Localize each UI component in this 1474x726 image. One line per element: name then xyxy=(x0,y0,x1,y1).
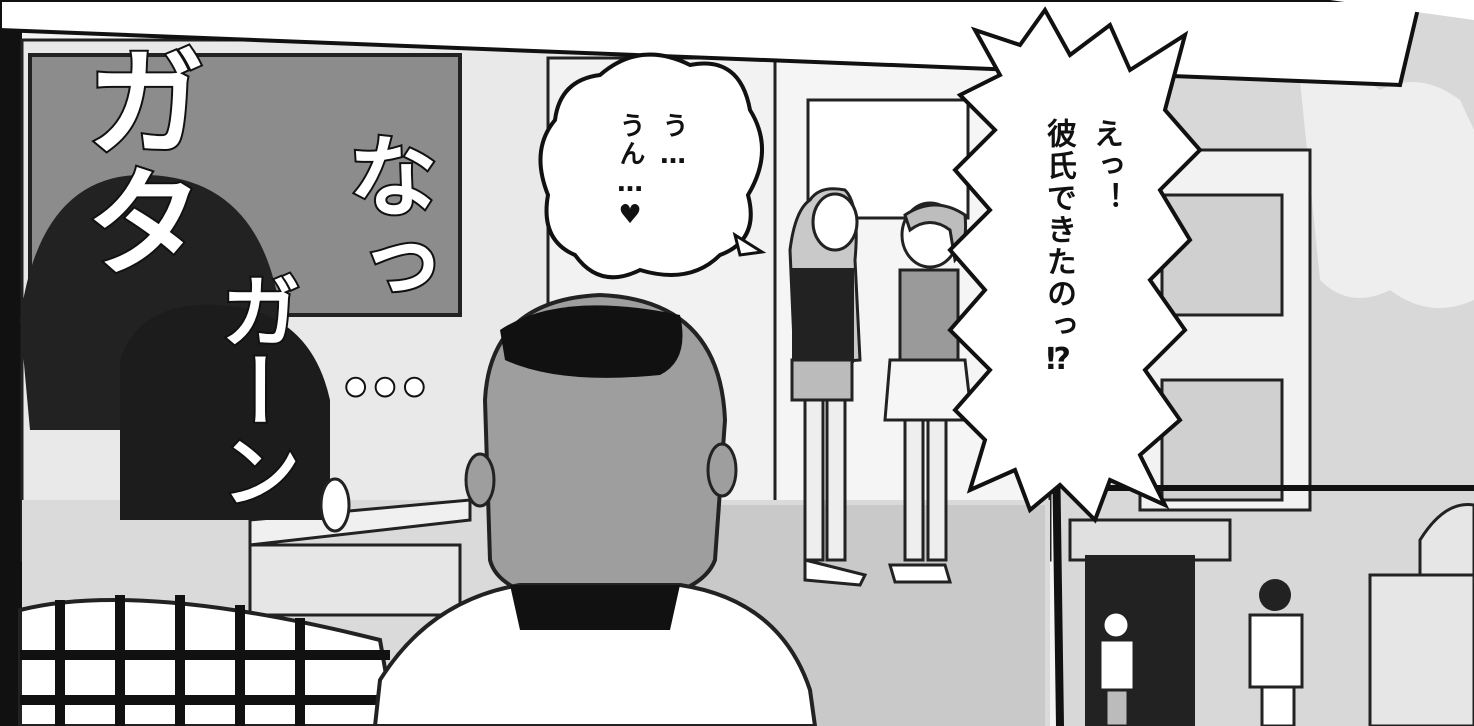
boy-foreground-center xyxy=(372,292,818,726)
shout-line-1: えっ！ xyxy=(1088,118,1123,214)
girl-left xyxy=(788,187,868,587)
thought-bubble xyxy=(538,52,764,280)
boy-foreground-left xyxy=(18,174,398,726)
shout-line-2: 彼氏できたのっ⁉ xyxy=(1041,118,1076,379)
thought-line-1: う… xyxy=(658,112,688,172)
sfx-gaan: ガーン xyxy=(206,268,304,512)
student-figure-right xyxy=(1248,579,1304,726)
desk xyxy=(248,498,472,547)
thought-line-2: うん…♥ xyxy=(615,112,645,232)
cloud xyxy=(1300,72,1474,308)
sfx-nan: なっ… xyxy=(330,128,440,418)
girl-right xyxy=(883,201,974,584)
student-figure-left xyxy=(1098,610,1136,726)
shout-bubble xyxy=(947,6,1203,524)
sfx-gata: ガタ xyxy=(63,38,208,282)
